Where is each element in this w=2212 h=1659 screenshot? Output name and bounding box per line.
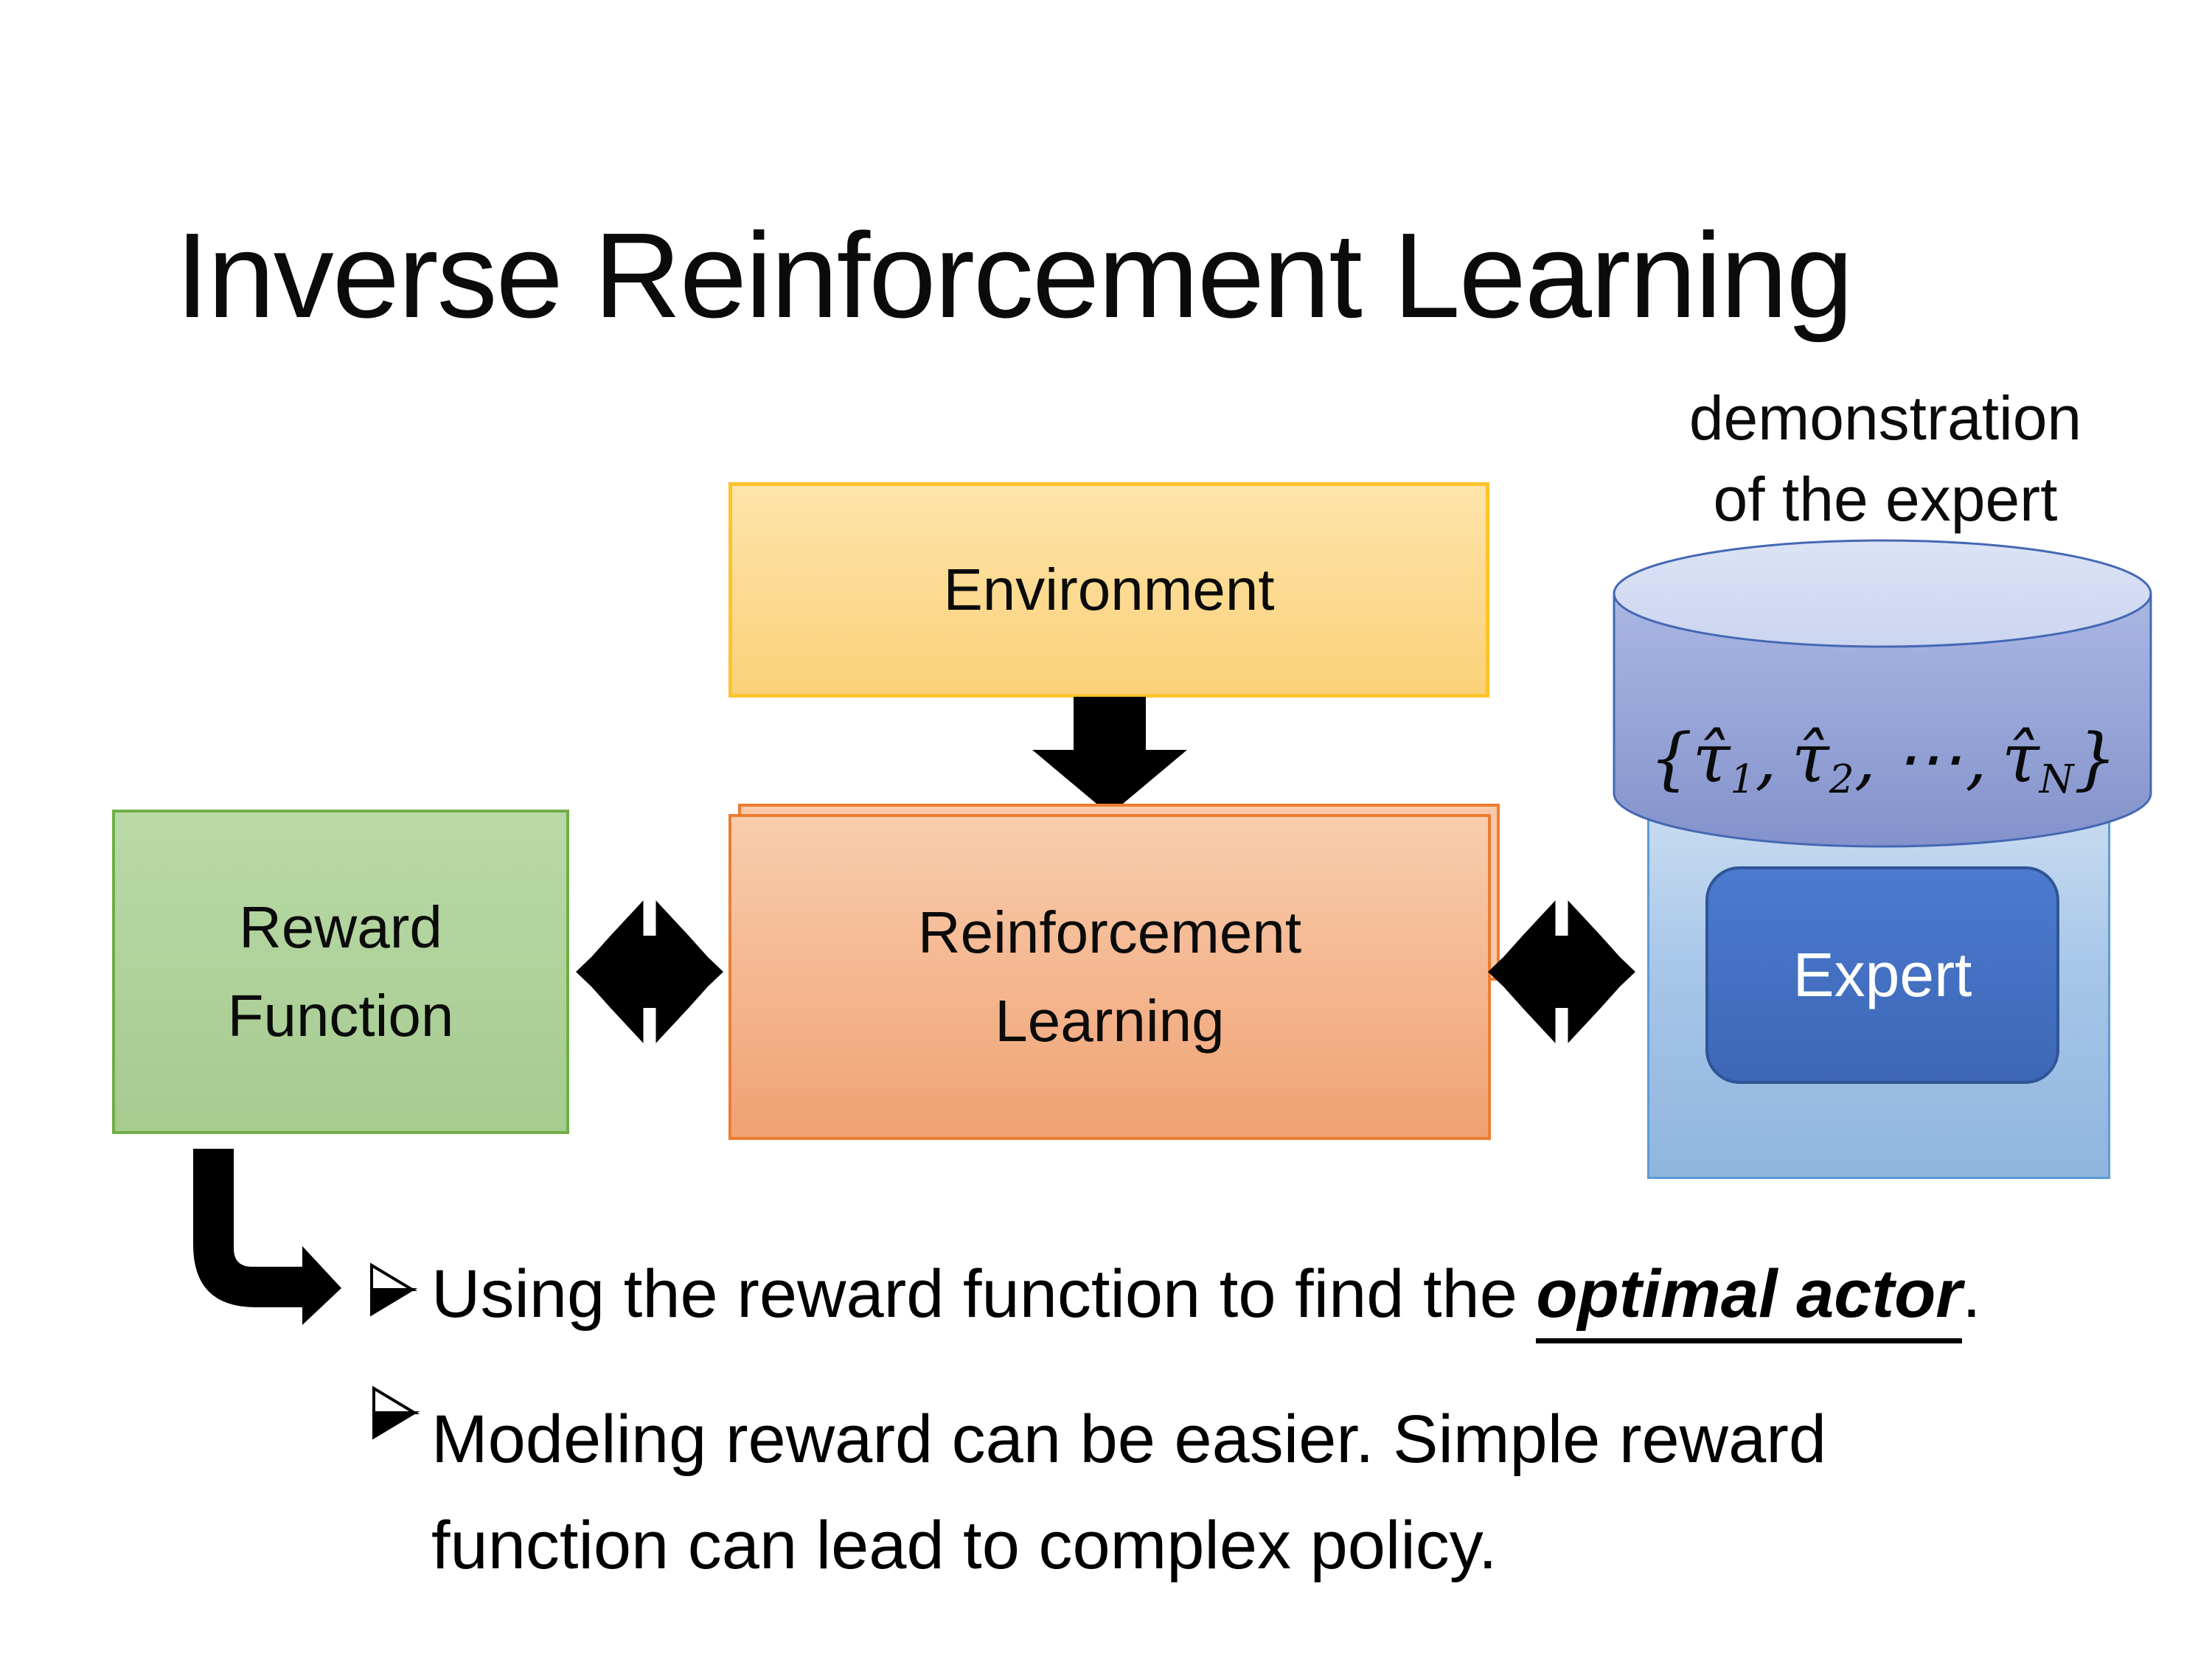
formula-sub1: 1 <box>1730 755 1756 802</box>
bullet-item-2: Modeling reward can be easier. Simple re… <box>431 1386 2098 1599</box>
environment-node: Environment <box>728 482 1489 698</box>
double-arrow-icon-right <box>1488 898 1635 1046</box>
trajectory-set-formula: {τ̂1,τ̂2,⋯,τ̂N} <box>1614 719 2152 802</box>
formula-close-brace: } <box>2073 719 2118 798</box>
expert-node-label: Expert <box>1792 940 1972 1009</box>
formula-sub2: 2 <box>1829 755 1854 802</box>
down-arrow-icon <box>1032 697 1187 815</box>
bullet-2-line2: function can lead to complex policy. <box>431 1508 1498 1584</box>
bullet-item-1: Using the reward function to find the op… <box>431 1253 1981 1343</box>
double-arrow-icon-left <box>576 898 723 1046</box>
bullet-arrowhead-icon <box>370 1262 417 1317</box>
environment-node-label: Environment <box>943 557 1275 622</box>
bullet-arrowhead-icon <box>372 1385 420 1440</box>
reinforcement-learning-node-label: Reinforcement Learning <box>917 900 1302 1054</box>
formula-sep2: , <box>1854 719 1876 798</box>
reward-function-node-label: Reward Function <box>227 894 454 1048</box>
formula-sep3: , <box>1965 719 1987 798</box>
demonstration-label-line2: of the expert <box>1713 465 2058 535</box>
database-cylinder-icon <box>1613 539 2152 848</box>
bent-arrow-icon <box>193 1149 341 1325</box>
demonstration-label-line1: demonstration <box>1688 383 2082 453</box>
expert-node: Expert <box>1705 866 2059 1084</box>
slide-title: Inverse Reinforcement Learning <box>175 208 1854 343</box>
bullet-1-suffix: . <box>1962 1256 1981 1332</box>
formula-sep1: , <box>1755 719 1777 798</box>
demonstration-label: demonstration of the expert <box>1622 378 2149 540</box>
formula-subN: N <box>2039 755 2074 802</box>
formula-tau2: τ̂ <box>1791 719 1829 798</box>
reward-function-node: Reward Function <box>112 810 569 1134</box>
bullet-2-line1: Modeling reward can be easier. Simple re… <box>431 1402 1827 1477</box>
formula-tau1: τ̂ <box>1692 719 1731 798</box>
bullet-1-prefix: Using the reward function to find the <box>431 1256 1537 1332</box>
bullet-1-emphasis: optimal actor <box>1536 1256 1963 1343</box>
reinforcement-learning-node: Reinforcement Learning <box>728 814 1491 1140</box>
formula-dots: ⋯ <box>1893 719 1962 798</box>
formula-open-brace: { <box>1649 719 1693 798</box>
formula-tauN: τ̂ <box>2001 719 2039 798</box>
